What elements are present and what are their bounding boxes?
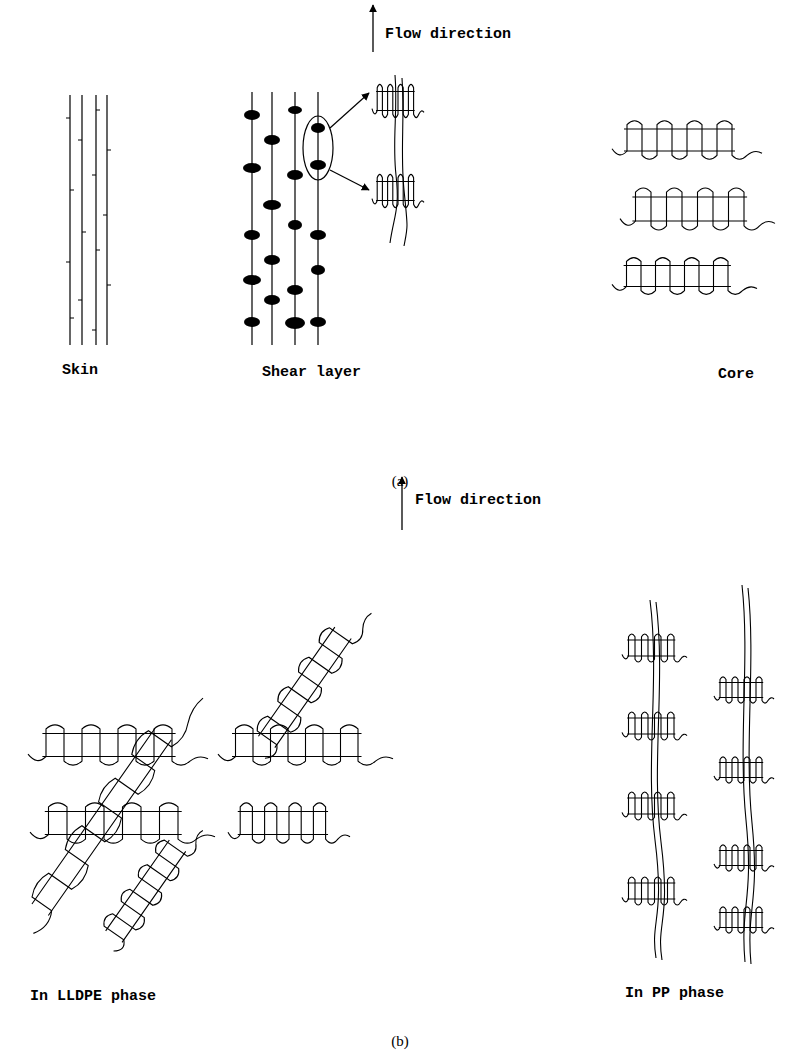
kebab-lamella [714, 757, 774, 783]
fibril-lines [70, 95, 107, 345]
figure-label: (a) [392, 472, 409, 490]
tilted-lamella [244, 596, 376, 764]
kebab-dot [264, 255, 280, 265]
kebab-lamella [622, 792, 687, 820]
phase-label: In LLDPE phase [30, 988, 156, 1006]
flow-direction-label: Flow direction [385, 26, 511, 44]
fibril-ticks [66, 110, 111, 330]
folded-lamella [612, 258, 757, 295]
fibril-lines [252, 92, 318, 345]
zoom-arrow [330, 170, 369, 190]
layer-label: Core [718, 366, 754, 384]
folded-lamella [218, 725, 393, 765]
kebab-lamella [714, 845, 774, 871]
kebab-dot [311, 123, 325, 133]
phase-label: In PP phase [625, 985, 724, 1003]
kebab-lamella [714, 677, 774, 703]
kebab-dot [263, 200, 281, 210]
shear-fibrils [252, 92, 318, 345]
kebab-dot [287, 285, 303, 295]
folded-lamella [612, 121, 762, 160]
kebab-dot [310, 317, 326, 327]
kebab-dots [243, 106, 326, 329]
tilted-lamella [93, 814, 208, 957]
kebab-dot [288, 106, 302, 114]
folded-lamella [244, 596, 376, 764]
figure-label: (b) [391, 1032, 409, 1050]
kebab-lamella [622, 634, 687, 662]
kebab-dot [310, 160, 326, 170]
kebab-lamella [622, 712, 687, 740]
kebab-lamella [714, 907, 774, 933]
kebab-dot [285, 317, 305, 329]
shish-chain [742, 585, 749, 962]
kebab-dot [264, 295, 280, 305]
layer-label: Shear layer [262, 364, 361, 382]
kebab-dot [288, 220, 302, 230]
shish-chain [390, 75, 397, 243]
zoom-circle [303, 116, 333, 180]
folded-lamella [12, 681, 207, 939]
kebab-dot [311, 265, 325, 275]
shish-chains [650, 585, 755, 964]
folded-lamella [28, 725, 208, 765]
kebab-dot [310, 230, 326, 240]
skin-fibrils [66, 95, 111, 345]
kebab-dot [244, 110, 260, 120]
zoom-arrow [330, 93, 369, 128]
kebab-lamella [622, 877, 687, 905]
kebab-dot [243, 275, 261, 285]
kebab-dot [287, 170, 303, 180]
kebab-dot [243, 163, 261, 173]
kebab-lamella [372, 84, 424, 117]
kebab-lamella [372, 174, 424, 207]
flow-direction-label: Flow direction [415, 492, 541, 510]
kebab-dot [264, 135, 280, 145]
layer-label: Skin [62, 362, 98, 380]
flow-arrow [372, 5, 373, 52]
kebab-dot [244, 230, 260, 240]
folded-lamella [228, 803, 350, 843]
kebab-dot [244, 317, 260, 327]
folded-lamella [93, 814, 208, 957]
tilted-lamella [12, 681, 207, 939]
folded-lamella [620, 188, 775, 230]
